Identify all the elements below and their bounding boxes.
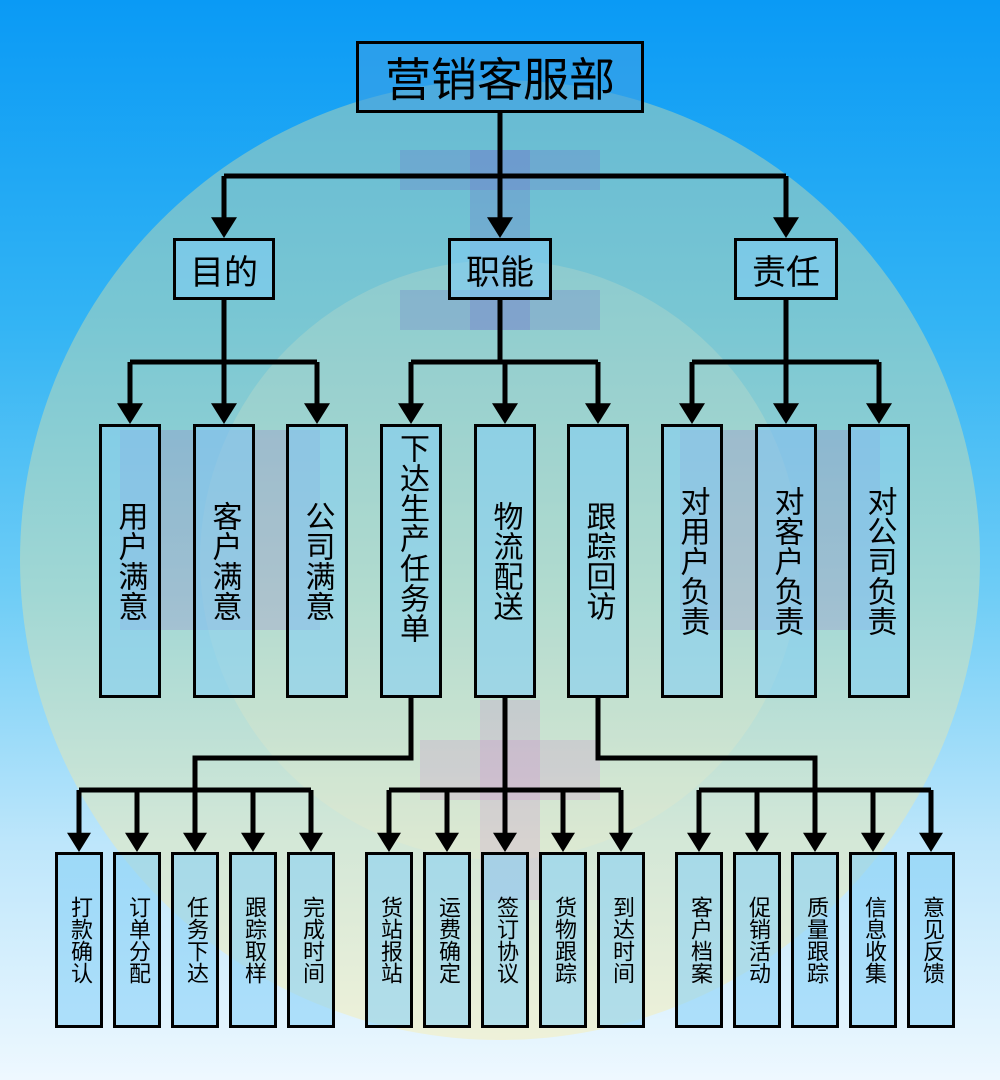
item-label: 物流配送 (487, 501, 523, 621)
subitem-label: 货物跟踪 (551, 896, 576, 984)
subitem-box: 客户档案 (675, 852, 723, 1028)
arrowhead (183, 832, 207, 852)
arrowhead (861, 832, 885, 852)
subitem-label: 客户档案 (687, 896, 712, 984)
item-label: 对用户负责 (674, 486, 710, 636)
subitem-label: 完成时间 (299, 896, 324, 984)
group-label: 职能 (466, 252, 534, 293)
arrowhead (299, 832, 323, 852)
arrowhead (551, 832, 575, 852)
item-box: 对公司负责 (848, 424, 910, 698)
item-box: 跟踪回访 (567, 424, 629, 698)
arrowhead (241, 832, 265, 852)
subitem-label: 订单分配 (125, 896, 150, 984)
arrowhead (492, 403, 518, 424)
subitem-box: 信息收集 (849, 852, 897, 1028)
subitem-label: 质量跟踪 (803, 896, 828, 984)
arrowhead (773, 217, 799, 238)
subitem-label: 运费确定 (435, 896, 460, 984)
subitem-box: 运费确定 (423, 852, 471, 1028)
subitem-box: 跟踪取样 (229, 852, 277, 1028)
item-label: 下达生产任务单 (394, 433, 429, 643)
item-label: 公司满意 (299, 501, 335, 621)
subitem-label: 任务下达 (183, 896, 208, 984)
group-box-responsibility: 责任 (734, 238, 838, 300)
subitem-box: 订单分配 (113, 852, 161, 1028)
subitem-box: 打款确认 (55, 852, 103, 1028)
arrowhead (919, 832, 943, 852)
arrowhead (745, 832, 769, 852)
arrowhead (117, 403, 143, 424)
arrowhead (211, 403, 237, 424)
arrowhead (377, 832, 401, 852)
arrowhead (866, 403, 892, 424)
subitem-box: 签订协议 (481, 852, 529, 1028)
item-label: 对客户负责 (768, 486, 804, 636)
arrowhead (487, 217, 513, 238)
arrowhead (398, 403, 424, 424)
subitem-box: 货物跟踪 (539, 852, 587, 1028)
item-box: 客户满意 (193, 424, 255, 698)
subitem-label: 跟踪取样 (241, 896, 266, 984)
subitem-label: 签订协议 (493, 896, 518, 984)
item-label: 客户满意 (206, 501, 242, 621)
arrowhead (67, 832, 91, 852)
arrowhead (304, 403, 330, 424)
arrowhead (493, 832, 517, 852)
connector-line (595, 698, 818, 790)
subitem-label: 到达时间 (609, 896, 634, 984)
group-box-purpose: 目的 (173, 238, 275, 300)
arrowhead (585, 403, 611, 424)
subitem-box: 到达时间 (597, 852, 645, 1028)
group-label: 责任 (752, 252, 820, 293)
arrowhead (435, 832, 459, 852)
root-label: 营销客服部 (385, 53, 615, 107)
subitem-box: 质量跟踪 (791, 852, 839, 1028)
arrowhead (773, 403, 799, 424)
arrowhead (211, 217, 237, 238)
item-box: 用户满意 (99, 424, 161, 698)
item-box: 公司满意 (286, 424, 348, 698)
subitem-label: 促销活动 (745, 896, 770, 984)
item-box: 对客户负责 (755, 424, 817, 698)
item-box: 下达生产任务单 (380, 424, 442, 698)
subitem-box: 意见反馈 (907, 852, 955, 1028)
subitem-box: 任务下达 (171, 852, 219, 1028)
connector-line (192, 698, 414, 790)
subitem-label: 货站报站 (377, 896, 402, 984)
subitem-box: 完成时间 (287, 852, 335, 1028)
group-label: 目的 (190, 252, 258, 293)
arrowhead (125, 832, 149, 852)
item-label: 跟踪回访 (580, 501, 616, 621)
subitem-label: 意见反馈 (919, 896, 944, 984)
arrowhead (609, 832, 633, 852)
subitem-box: 促销活动 (733, 852, 781, 1028)
item-label: 用户满意 (112, 501, 148, 621)
subitem-label: 信息收集 (861, 896, 886, 984)
arrowhead (687, 832, 711, 852)
item-box: 对用户负责 (661, 424, 723, 698)
item-label: 对公司负责 (861, 486, 897, 636)
group-box-function: 职能 (448, 238, 552, 300)
subitem-label: 打款确认 (67, 896, 92, 984)
arrowhead (679, 403, 705, 424)
root-box: 营销客服部 (356, 41, 644, 113)
arrowhead (803, 832, 827, 852)
item-box: 物流配送 (474, 424, 536, 698)
subitem-box: 货站报站 (365, 852, 413, 1028)
